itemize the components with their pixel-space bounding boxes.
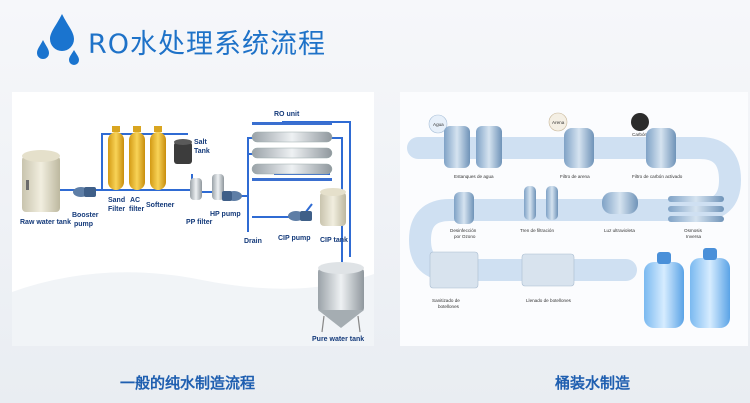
arena-icon (548, 112, 568, 132)
ro-process-diagram: Raw water tank Booster pump Sand Filter … (12, 111, 374, 346)
pure-water-tank (318, 262, 364, 333)
label-estanques: Estanques de agua (454, 174, 494, 179)
label-sanitizado-1: Sanitizado de (432, 298, 460, 303)
cip-pump (288, 211, 312, 221)
osmosis-membrane-1 (668, 196, 724, 202)
cip-tank (320, 192, 346, 226)
label-tren-filtracion: Tren de filtración (520, 228, 554, 233)
label-salt-1: Salt (194, 139, 208, 146)
label-softener: Softener (146, 202, 175, 209)
label-desinfeccion-1: Desinfección (450, 228, 477, 233)
label-drain: Drain (244, 238, 262, 245)
agua-icon (428, 114, 448, 134)
page-title: RO水处理系统流程 (88, 29, 327, 60)
label-sand-2: Filter (108, 206, 125, 213)
osmosis-membrane-3 (668, 216, 724, 222)
label-pp-filter: PP filter (186, 219, 213, 226)
ac-filter (129, 132, 145, 190)
bottled-water-diagram: Agua Estanques de agua Arena Filtro de a… (407, 112, 742, 328)
label-llenado: Llenado de botellones (526, 298, 572, 303)
caption-general-pure-water: 一般的纯水制造流程 (120, 374, 256, 392)
label-cip-pump: CIP pump (278, 235, 311, 242)
water-jug-1 (644, 252, 684, 328)
label-luz-ultravioleta: Luz ultravioleta (604, 228, 635, 233)
bottled-water-panel: Agua Estanques de agua Arena Filtro de a… (400, 92, 748, 346)
carbon-filter-tank (646, 128, 676, 168)
label-filtro-carbon: Filtro de carbón activado (632, 174, 683, 179)
label-arena: Arena (552, 120, 565, 125)
raw-water-tank (22, 156, 60, 212)
ozone-tank (454, 192, 474, 224)
uv-lamp (602, 192, 638, 214)
label-filtro-arena: Filtro de arena (560, 174, 590, 179)
hp-pump (222, 191, 242, 201)
label-sanitizado-2: botellones (438, 304, 460, 309)
tank-2 (476, 126, 502, 168)
water-drops-icon (37, 14, 79, 65)
ro-unit (251, 122, 333, 181)
label-raw-water-tank: Raw water tank (20, 219, 71, 226)
label-carbon: Carbón (632, 132, 648, 137)
pp-filter (190, 174, 224, 200)
label-hp-pump: HP pump (210, 211, 241, 218)
booster-pump (73, 187, 96, 197)
filter-cartridge-1 (524, 186, 536, 220)
bottle-filler (521, 253, 575, 287)
label-ac-1: AC (130, 197, 140, 204)
sand-filter-tank (564, 128, 594, 168)
label-osmosis-2: Inversa (686, 234, 702, 239)
label-sand-1: Sand (108, 197, 125, 204)
salt-tank (174, 142, 192, 164)
carbon-icon (631, 113, 649, 131)
ro-process-panel: Raw water tank Booster pump Sand Filter … (12, 92, 374, 346)
label-cip-tank: CIP tank (320, 237, 348, 244)
tank-1 (444, 126, 470, 168)
label-booster-1: Booster (72, 212, 99, 219)
water-jug-2 (690, 248, 730, 328)
label-osmosis-1: Osmosis (684, 228, 703, 233)
caption-bottled-water: 桶装水制造 (555, 374, 631, 392)
label-salt-2: Tank (194, 148, 210, 155)
label-ro-unit: RO unit (274, 111, 300, 118)
bottle-washer (429, 251, 479, 289)
flow-band (407, 137, 742, 281)
label-agua: Agua (433, 122, 444, 127)
filter-cartridge-2 (546, 186, 558, 220)
label-desinfeccion-2: por Ozono (454, 234, 476, 239)
label-ac-2: filter (129, 206, 144, 213)
sand-filter (108, 132, 124, 190)
label-booster-2: pump (74, 221, 93, 228)
osmosis-membrane-2 (668, 206, 724, 212)
softener (150, 132, 166, 190)
label-pure-water-tank: Pure water tank (312, 336, 364, 343)
